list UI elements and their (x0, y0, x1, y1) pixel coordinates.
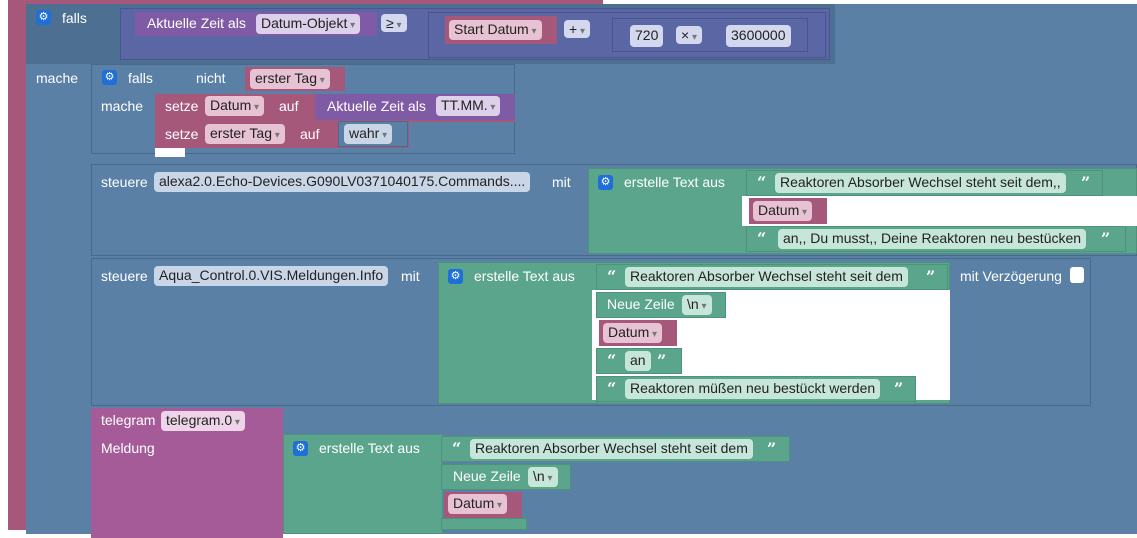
newline-dropdown[interactable]: \n (528, 467, 558, 487)
datum-var-dropdown[interactable]: Datum (603, 323, 663, 343)
first-day-var-dropdown[interactable]: erster Tag (250, 69, 330, 89)
datum-var-dropdown[interactable]: Datum (448, 494, 508, 514)
quote-close-icon: ” (1101, 229, 1111, 248)
number-3600000[interactable]: 3600000 (726, 25, 791, 47)
newline-label: Neue Zeile (607, 296, 675, 312)
set-datum-var-dropdown[interactable]: Datum (205, 96, 265, 116)
gear-icon[interactable]: ⚙ (448, 269, 463, 284)
mit-label: mit (552, 174, 571, 190)
text-field-1[interactable]: Reaktoren Absorber Wechsel steht seit de… (775, 173, 1066, 193)
datum-var-dropdown[interactable]: Datum (753, 201, 813, 221)
steuere-label: steuere (101, 174, 148, 190)
number-720[interactable]: 720 (630, 25, 664, 47)
gear-icon[interactable]: ⚙ (102, 70, 117, 85)
setze-label: setze (165, 126, 199, 142)
setze-label: setze (165, 98, 199, 114)
gear-icon[interactable]: ⚙ (598, 175, 613, 190)
not-label: nicht (196, 70, 226, 86)
telegram-instance-dropdown[interactable]: telegram.0 (161, 411, 245, 431)
quote-close-icon: ” (657, 351, 667, 370)
start-date-var-dropdown[interactable]: Start Datum (449, 20, 542, 40)
create-text-block-telegram[interactable] (283, 434, 443, 534)
outer-event-block[interactable] (8, 0, 26, 530)
gear-icon[interactable]: ⚙ (293, 441, 308, 456)
inner-mache-label: mache (101, 98, 144, 114)
delay-checkbox[interactable] (1070, 267, 1084, 283)
quote-close-icon: ” (926, 267, 936, 286)
auf-label: auf (279, 98, 299, 114)
quote-open-icon: “ (607, 379, 617, 398)
times-op-dropdown[interactable]: × (676, 26, 702, 44)
auf-label: auf (300, 126, 320, 142)
telegram-label: telegram (101, 412, 156, 428)
meldung-label: Meldung (101, 440, 155, 456)
alexa-target-field[interactable]: alexa2.0.Echo-Devices.G090LV0371040175.C… (154, 172, 531, 192)
mache-label: mache (36, 70, 79, 86)
text-field-2[interactable]: an,, Du musst,, Deine Reaktoren neu best… (778, 229, 1087, 249)
newline-label: Neue Zeile (453, 468, 521, 484)
quote-open-icon: “ (452, 439, 462, 458)
set-first-day-var-dropdown[interactable]: erster Tag (205, 124, 285, 144)
text-field-3[interactable]: Reaktoren müßen neu bestückt werden (625, 379, 881, 399)
quote-open-icon: “ (757, 229, 767, 248)
create-text-label: erstelle Text aus (474, 268, 575, 284)
quote-open-icon: “ (607, 351, 617, 370)
steuere-label: steuere (101, 268, 148, 284)
current-time-ttmm-label: Aktuelle Zeit als (327, 98, 426, 114)
delay-label: mit Verzögerung (960, 268, 1062, 284)
mit-label: mit (401, 268, 420, 284)
falls-label: falls (62, 10, 87, 26)
compare-op-dropdown[interactable]: ≥ (381, 14, 407, 32)
text-field-2[interactable]: an (625, 351, 651, 371)
inner-if-bottom-white (155, 147, 185, 157)
text-field-1[interactable]: Reaktoren Absorber Wechsel steht seit de… (470, 439, 753, 459)
create-text-label: erstelle Text aus (624, 174, 725, 190)
gear-icon[interactable]: ⚙ (36, 10, 51, 25)
aqua-target-field[interactable]: Aqua_Control.0.VIS.Meldungen.Info (154, 266, 389, 286)
text-block-2-partial[interactable] (441, 518, 527, 530)
newline-dropdown[interactable]: \n (682, 295, 712, 315)
inner-falls-label: falls (128, 70, 153, 86)
current-time-label: Aktuelle Zeit als (147, 15, 246, 31)
plus-op-dropdown[interactable]: + (564, 20, 590, 38)
quote-close-icon: ” (894, 379, 904, 398)
outer-event-top (8, 0, 603, 6)
quote-open-icon: “ (757, 173, 767, 192)
quote-close-icon: ” (1081, 173, 1091, 192)
ttmm-dropdown[interactable]: TT.MM. (436, 96, 501, 116)
text-field-1[interactable]: Reaktoren Absorber Wechsel steht seit de… (625, 267, 908, 287)
true-dropdown[interactable]: wahr (344, 124, 393, 144)
quote-open-icon: “ (607, 267, 617, 286)
time-format-dropdown[interactable]: Datum-Objekt (256, 14, 361, 34)
quote-close-icon: ” (767, 439, 777, 458)
create-text-label: erstelle Text aus (319, 440, 420, 456)
